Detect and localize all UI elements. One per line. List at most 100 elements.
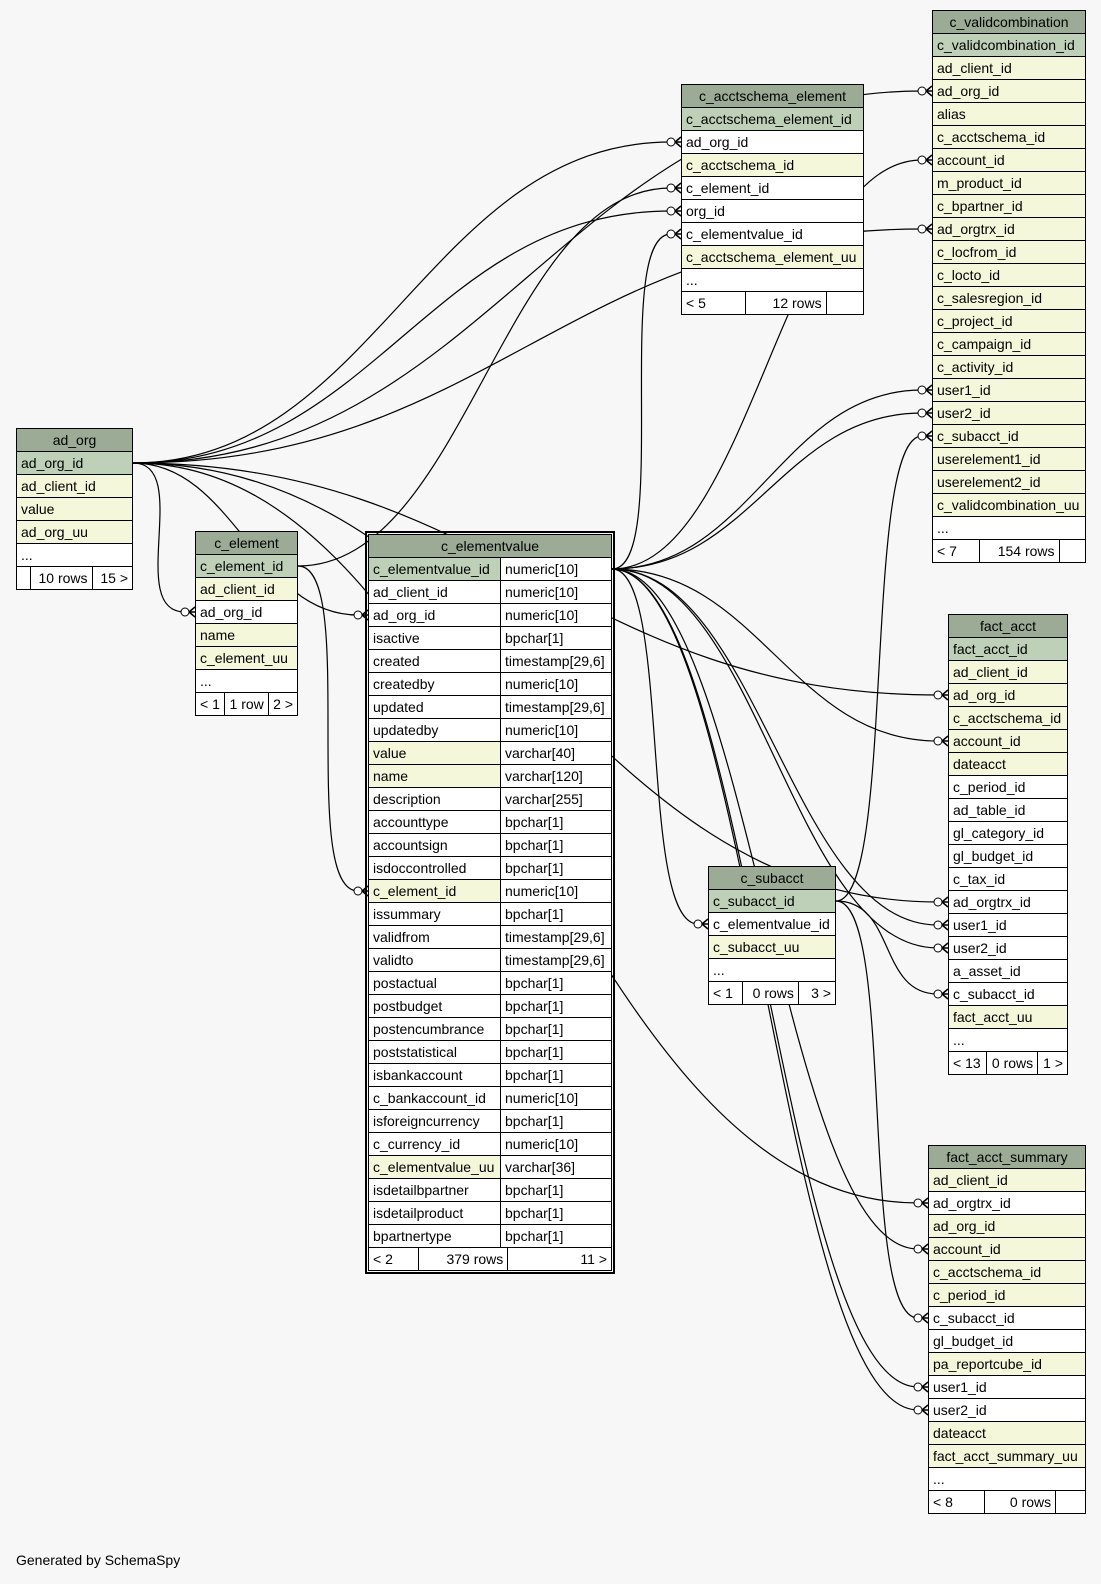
column-row[interactable]: ad_org_uu	[16, 520, 133, 544]
column-row[interactable]: ad_org_id	[16, 451, 133, 475]
column-row[interactable]: org_id	[681, 199, 864, 223]
column-row[interactable]: ad_org_id	[928, 1214, 1086, 1238]
children-link[interactable]: 3 >	[797, 982, 835, 1004]
column-row[interactable]: ...	[928, 1467, 1086, 1491]
column-row[interactable]: c_acctschema_id	[948, 706, 1068, 730]
column-row[interactable]: dateacct	[948, 752, 1068, 776]
parents-link[interactable]	[17, 567, 31, 589]
column-row[interactable]: ad_orgtrx_id	[948, 890, 1068, 914]
column-row[interactable]: c_acctschema_id	[681, 153, 864, 177]
column-row[interactable]: ad_orgtrx_id	[928, 1191, 1086, 1215]
column-row[interactable]: pa_reportcube_id	[928, 1352, 1086, 1376]
column-row[interactable]: gl_budget_id	[928, 1329, 1086, 1353]
column-row[interactable]: user1_id	[932, 378, 1086, 402]
column-row[interactable]: c_acctschema_id	[928, 1260, 1086, 1284]
column-row[interactable]: c_validcombination_id	[932, 33, 1086, 57]
column-row[interactable]: a_asset_id	[948, 959, 1068, 983]
column-row[interactable]: c_elementvalue_id	[708, 912, 836, 936]
table-title[interactable]: c_acctschema_element	[681, 84, 864, 108]
table-title[interactable]: fact_acct_summary	[928, 1145, 1086, 1169]
column-row[interactable]: ad_org_id	[195, 600, 298, 624]
column-row[interactable]: user2_id	[928, 1398, 1086, 1422]
column-row[interactable]: c_element_id	[681, 176, 864, 200]
column-row[interactable]: c_element_uu	[195, 646, 298, 670]
table-title[interactable]: ad_org	[16, 428, 133, 452]
column-row[interactable]: fact_acct_id	[948, 637, 1068, 661]
column-row[interactable]: c_acctschema_element_uu	[681, 245, 864, 269]
column-row[interactable]: fact_acct_summary_uu	[928, 1444, 1086, 1468]
table-title[interactable]: c_validcombination	[932, 10, 1086, 34]
column-row[interactable]: ad_table_id	[948, 798, 1068, 822]
column-row[interactable]: ad_org_id	[681, 130, 864, 154]
column-row[interactable]: ...	[16, 543, 133, 567]
column-row[interactable]: c_bpartner_id	[932, 194, 1086, 218]
column-row[interactable]: ad_client_id	[932, 56, 1086, 80]
children-link[interactable]	[825, 292, 863, 314]
column-row[interactable]: account_id	[928, 1237, 1086, 1261]
column-row[interactable]: user2_id	[932, 401, 1086, 425]
column-row[interactable]: ad_client_id	[928, 1168, 1086, 1192]
children-link[interactable]: 2 >	[267, 693, 297, 715]
column-row[interactable]: name	[195, 623, 298, 647]
parents-link[interactable]: < 1	[713, 985, 733, 1001]
column-row[interactable]: c_subacct_id	[932, 424, 1086, 448]
column-row[interactable]: c_acctschema_element_id	[681, 107, 864, 131]
children-link[interactable]: 11 >	[507, 1248, 611, 1270]
column-row[interactable]: c_validcombination_uu	[932, 493, 1086, 517]
table-title[interactable]: fact_acct	[948, 614, 1068, 638]
parents-link[interactable]: < 7	[937, 543, 957, 559]
column-row[interactable]: m_product_id	[932, 171, 1086, 195]
column-row[interactable]: userelement2_id	[932, 470, 1086, 494]
column-row[interactable]: c_locfrom_id	[932, 240, 1086, 264]
parents-link[interactable]: < 5	[686, 295, 706, 311]
column-row[interactable]: c_activity_id	[932, 355, 1086, 379]
column-row[interactable]: c_subacct_uu	[708, 935, 836, 959]
children-link[interactable]	[1058, 540, 1085, 562]
column-row[interactable]: account_id	[948, 729, 1068, 753]
parents-link[interactable]: < 2	[373, 1251, 393, 1267]
column-row[interactable]: ad_org_id	[948, 683, 1068, 707]
table-title[interactable]: c_elementvalue	[368, 534, 612, 558]
column-row[interactable]: c_salesregion_id	[932, 286, 1086, 310]
parents-link[interactable]: < 8	[933, 1494, 953, 1510]
children-link[interactable]	[1055, 1491, 1085, 1513]
children-link[interactable]: 15 >	[91, 567, 132, 589]
column-row[interactable]: c_period_id	[928, 1283, 1086, 1307]
parents-link[interactable]: < 1	[200, 696, 220, 712]
column-row[interactable]: ...	[708, 958, 836, 982]
column-row[interactable]: user1_id	[948, 913, 1068, 937]
column-row[interactable]: c_elementvalue_id	[681, 222, 864, 246]
column-row[interactable]: ...	[932, 516, 1086, 540]
column-row[interactable]: ad_org_id	[932, 79, 1086, 103]
column-row[interactable]: c_element_id	[195, 554, 298, 578]
column-row[interactable]: account_id	[932, 148, 1086, 172]
column-row[interactable]: value	[16, 497, 133, 521]
column-row[interactable]: user2_id	[948, 936, 1068, 960]
column-row[interactable]: c_locto_id	[932, 263, 1086, 287]
